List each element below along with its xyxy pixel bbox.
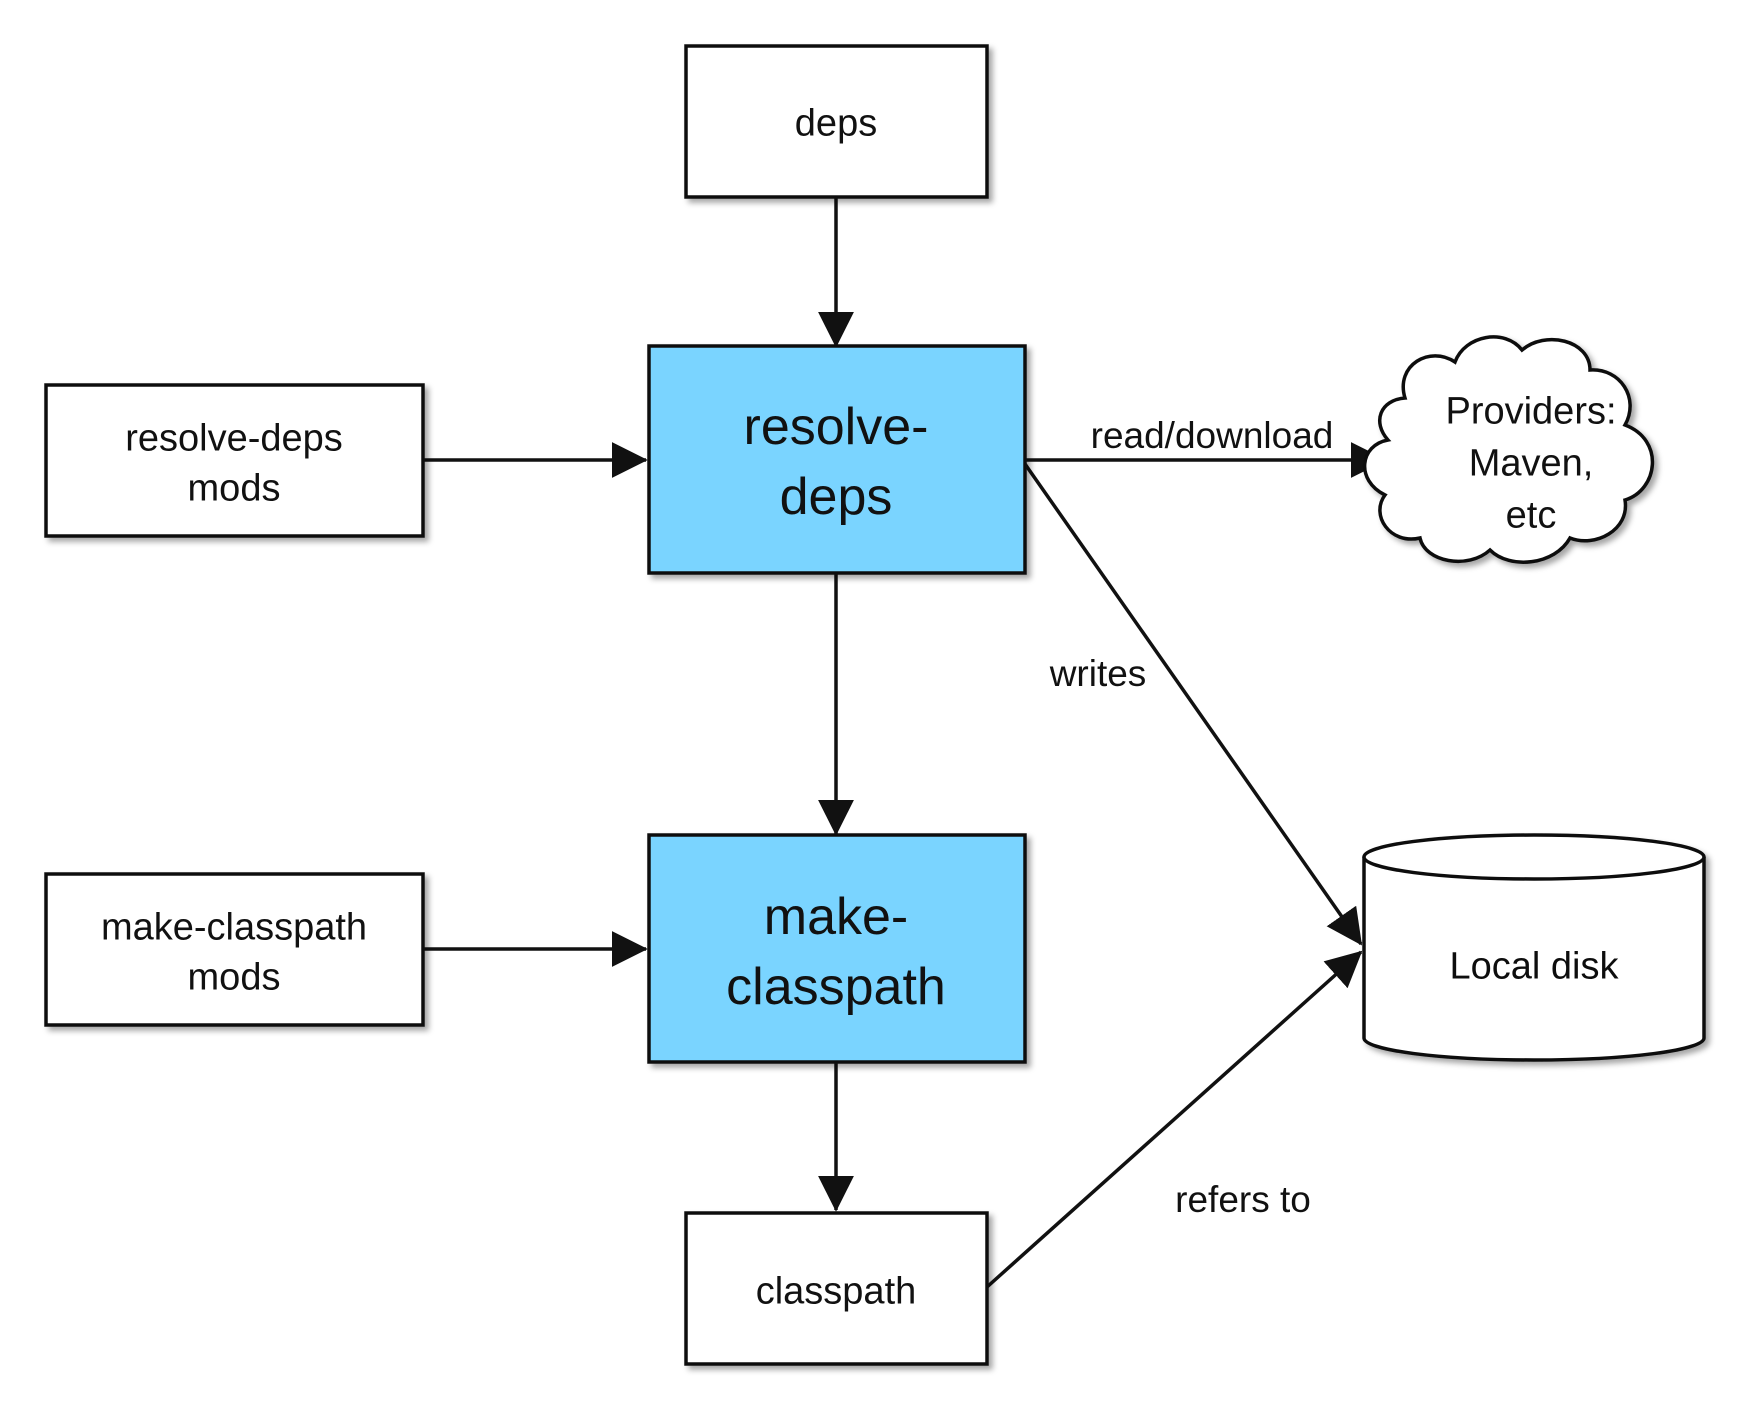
node-classpath-label: classpath bbox=[756, 1270, 917, 1312]
label-line: make- bbox=[764, 888, 908, 946]
label-line: deps bbox=[780, 468, 893, 526]
edge-label-writes: writes bbox=[1049, 653, 1147, 694]
node-resolve-deps-mods-box bbox=[44, 383, 425, 538]
label-line: Local disk bbox=[1450, 945, 1620, 987]
node-providers-label: Providers: Maven, etc bbox=[1445, 390, 1616, 536]
label-line: mods bbox=[188, 467, 281, 509]
node-make-classpath-mods-box bbox=[44, 872, 425, 1027]
node-resolve-deps-box bbox=[647, 344, 1027, 575]
node-make-classpath: make-classpath bbox=[647, 833, 1027, 1064]
label-line: make-classpath bbox=[101, 906, 367, 948]
node-providers: Providers: Maven, etc bbox=[1363, 335, 1655, 564]
edge-label-refers-to: refers to bbox=[1175, 1179, 1311, 1220]
label-line: etc bbox=[1506, 494, 1557, 536]
node-resolve-deps: resolve-deps bbox=[647, 344, 1027, 575]
label-line: mods bbox=[188, 956, 281, 998]
edge-classpath-to-local-disk bbox=[985, 950, 1363, 1289]
node-local-disk-body bbox=[1362, 857, 1706, 1062]
node-classpath: classpath bbox=[684, 1211, 989, 1366]
edge-resolve-deps-to-local-disk bbox=[1023, 462, 1363, 946]
label-line: Providers: bbox=[1445, 390, 1616, 432]
node-deps-box bbox=[684, 44, 989, 199]
node-make-classpath-label: make-classpath bbox=[726, 888, 946, 1016]
edge-label-read-download: read/download bbox=[1091, 415, 1334, 456]
node-make-classpath-mods-label: make-classpath mods bbox=[101, 906, 367, 998]
label-line: classpath bbox=[756, 1270, 917, 1312]
node-make-classpath-box bbox=[647, 833, 1027, 1064]
label-line: resolve- bbox=[744, 398, 929, 456]
node-resolve-deps-mods: resolve-deps mods bbox=[44, 383, 425, 538]
node-resolve-deps-mods-label: resolve-deps mods bbox=[125, 417, 343, 509]
node-classpath-box bbox=[684, 1211, 989, 1366]
node-local-disk-label: Local disk bbox=[1450, 945, 1620, 987]
label-line: Maven, bbox=[1469, 442, 1594, 484]
label-line: classpath bbox=[726, 958, 946, 1016]
nodes-group: deps resolve-deps mods resolve-deps Provi… bbox=[44, 44, 1706, 1366]
node-local-disk: Local disk bbox=[1362, 833, 1706, 1062]
node-deps: deps bbox=[684, 44, 989, 199]
edge-labels-group: read/download writes refers to bbox=[1049, 415, 1334, 1220]
node-resolve-deps-label: resolve-deps bbox=[744, 398, 929, 526]
node-make-classpath-mods: make-classpath mods bbox=[44, 872, 425, 1027]
label-line: deps bbox=[795, 102, 877, 144]
node-providers-cloud bbox=[1363, 335, 1655, 564]
node-local-disk-top bbox=[1362, 833, 1706, 881]
node-deps-label: deps bbox=[795, 102, 877, 144]
edges-group bbox=[423, 197, 1387, 1289]
label-line: resolve-deps bbox=[125, 417, 343, 459]
